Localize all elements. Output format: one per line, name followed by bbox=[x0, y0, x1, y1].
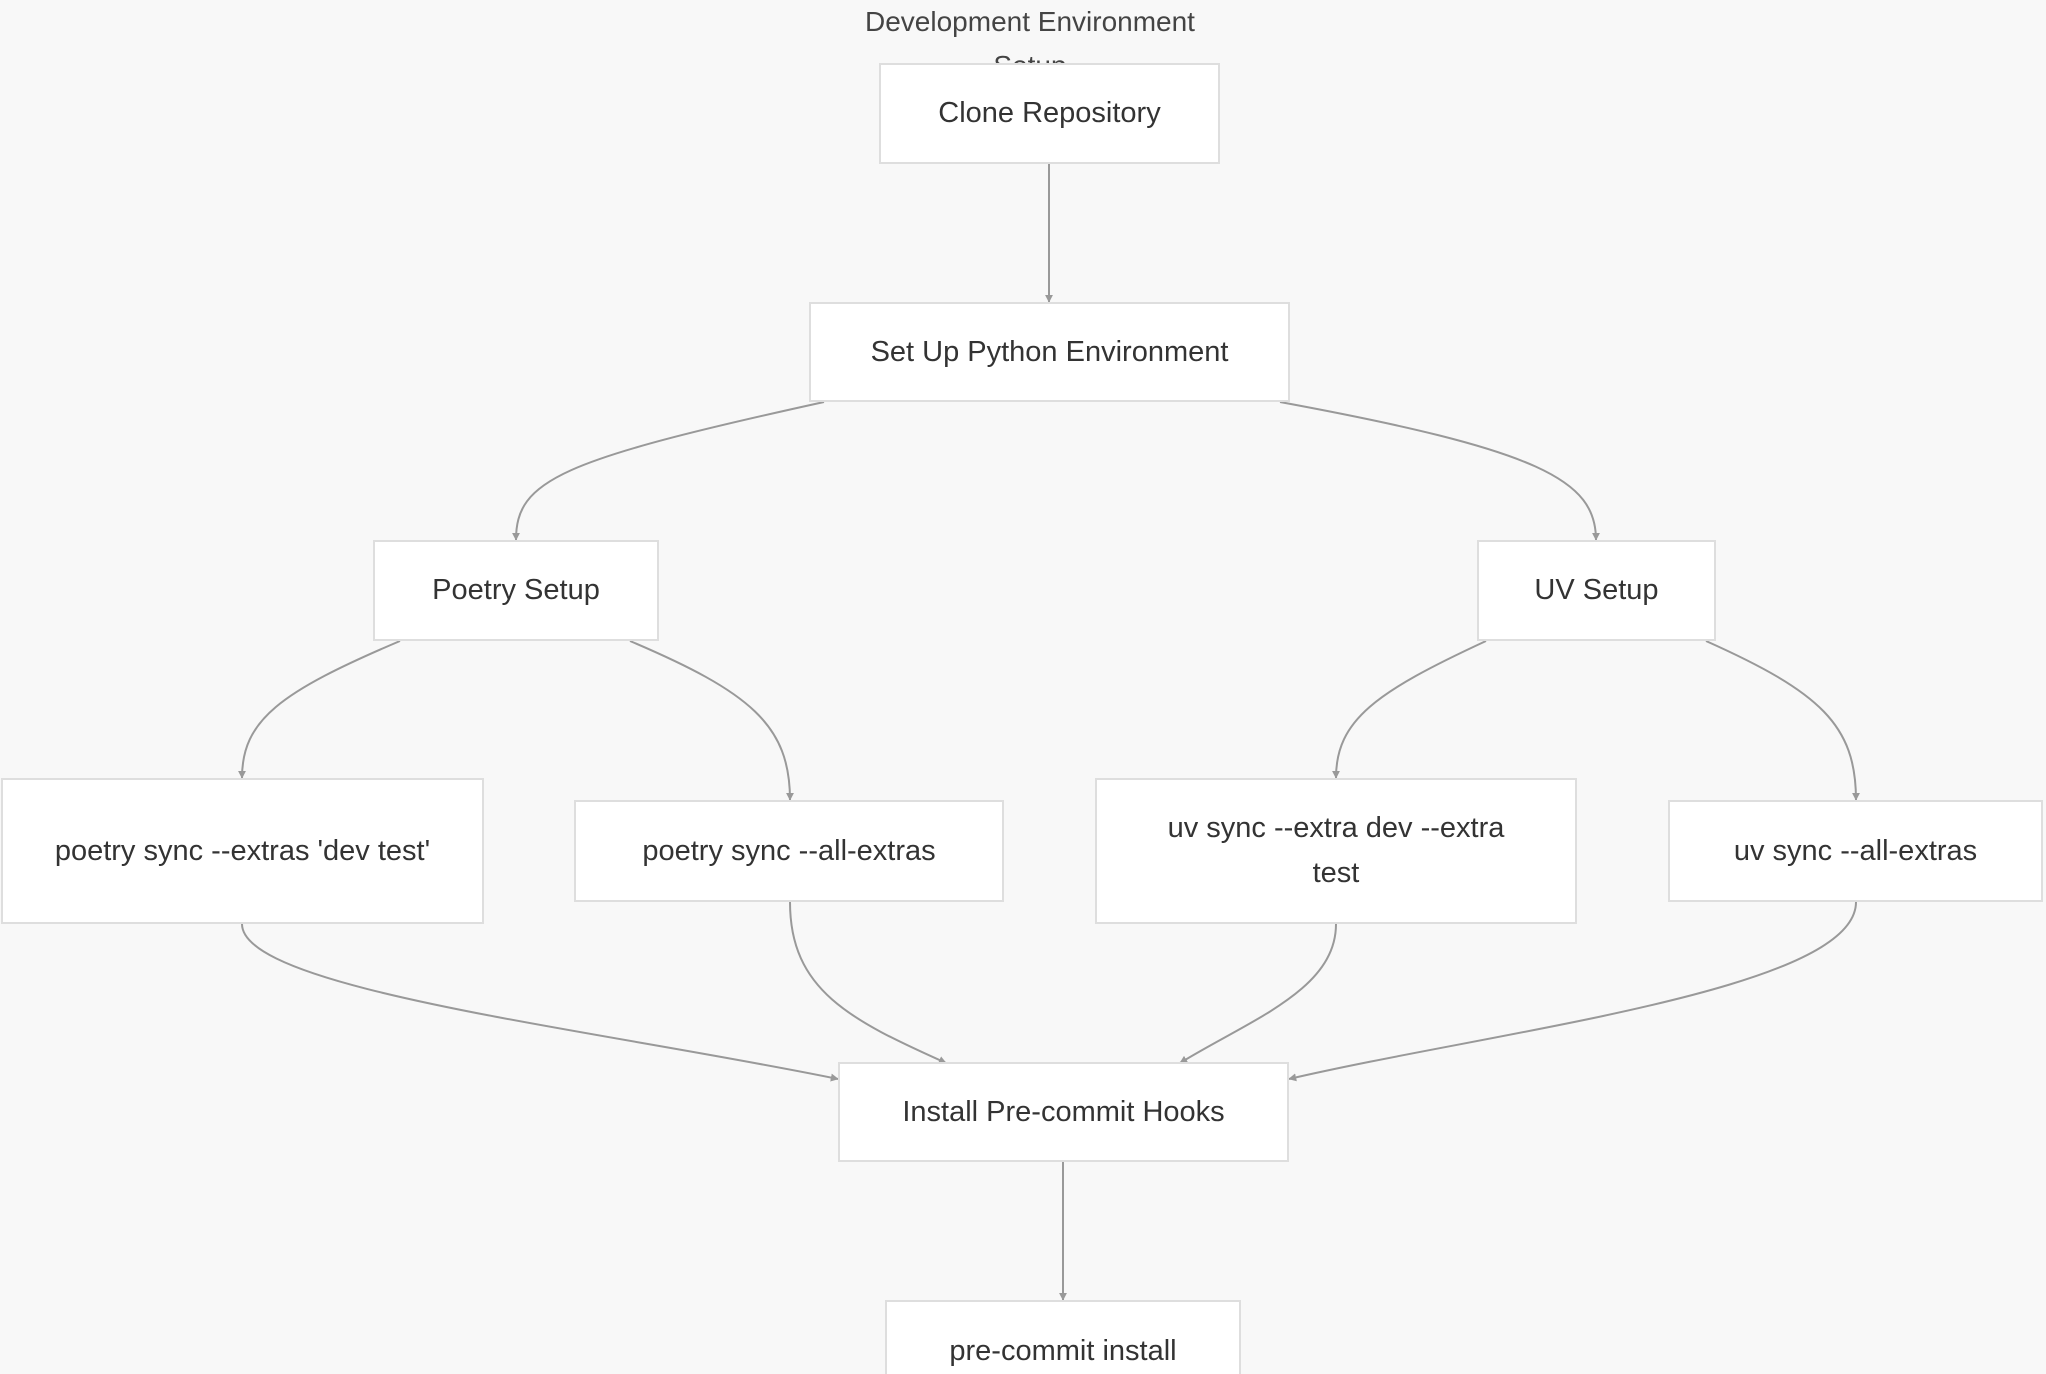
edge-uv-sync-all-to-precommit-hooks bbox=[1288, 901, 1857, 1082]
edge-uv-setup-to-uv-sync-extra bbox=[1332, 640, 1487, 779]
node-install-pre-commit-hooks[interactable]: Install Pre-commit Hooks bbox=[838, 1062, 1289, 1162]
edge-uv-setup-to-uv-sync-all bbox=[1705, 640, 1860, 801]
node-pre-commit-install[interactable]: pre-commit install bbox=[885, 1300, 1241, 1374]
edge-poetry-sync-extras-to-precommit-hooks bbox=[241, 923, 839, 1082]
node-uv-setup[interactable]: UV Setup bbox=[1477, 540, 1716, 641]
edge-poetry-setup-to-poetry-sync-extras bbox=[238, 640, 401, 779]
node-poetry-sync-all-extras[interactable]: poetry sync --all-extras bbox=[574, 800, 1004, 902]
node-set-up-python-environment[interactable]: Set Up Python Environment bbox=[809, 302, 1290, 402]
edge-poetry-setup-to-poetry-sync-all bbox=[629, 640, 794, 801]
node-poetry-setup[interactable]: Poetry Setup bbox=[373, 540, 659, 641]
node-poetry-sync-extras[interactable]: poetry sync --extras 'dev test' bbox=[1, 778, 484, 924]
node-uv-sync-all-extras[interactable]: uv sync --all-extras bbox=[1668, 800, 2043, 902]
edge-python-env-to-uv-setup bbox=[1279, 401, 1600, 541]
node-clone-repository[interactable]: Clone Repository bbox=[879, 63, 1220, 164]
edge-uv-sync-extra-to-precommit-hooks bbox=[1179, 923, 1337, 1064]
edge-python-env-to-poetry-setup bbox=[512, 401, 825, 541]
edge-poetry-sync-all-to-precommit-hooks bbox=[789, 901, 947, 1064]
node-uv-sync-extra[interactable]: uv sync --extra dev --extra test bbox=[1095, 778, 1577, 924]
